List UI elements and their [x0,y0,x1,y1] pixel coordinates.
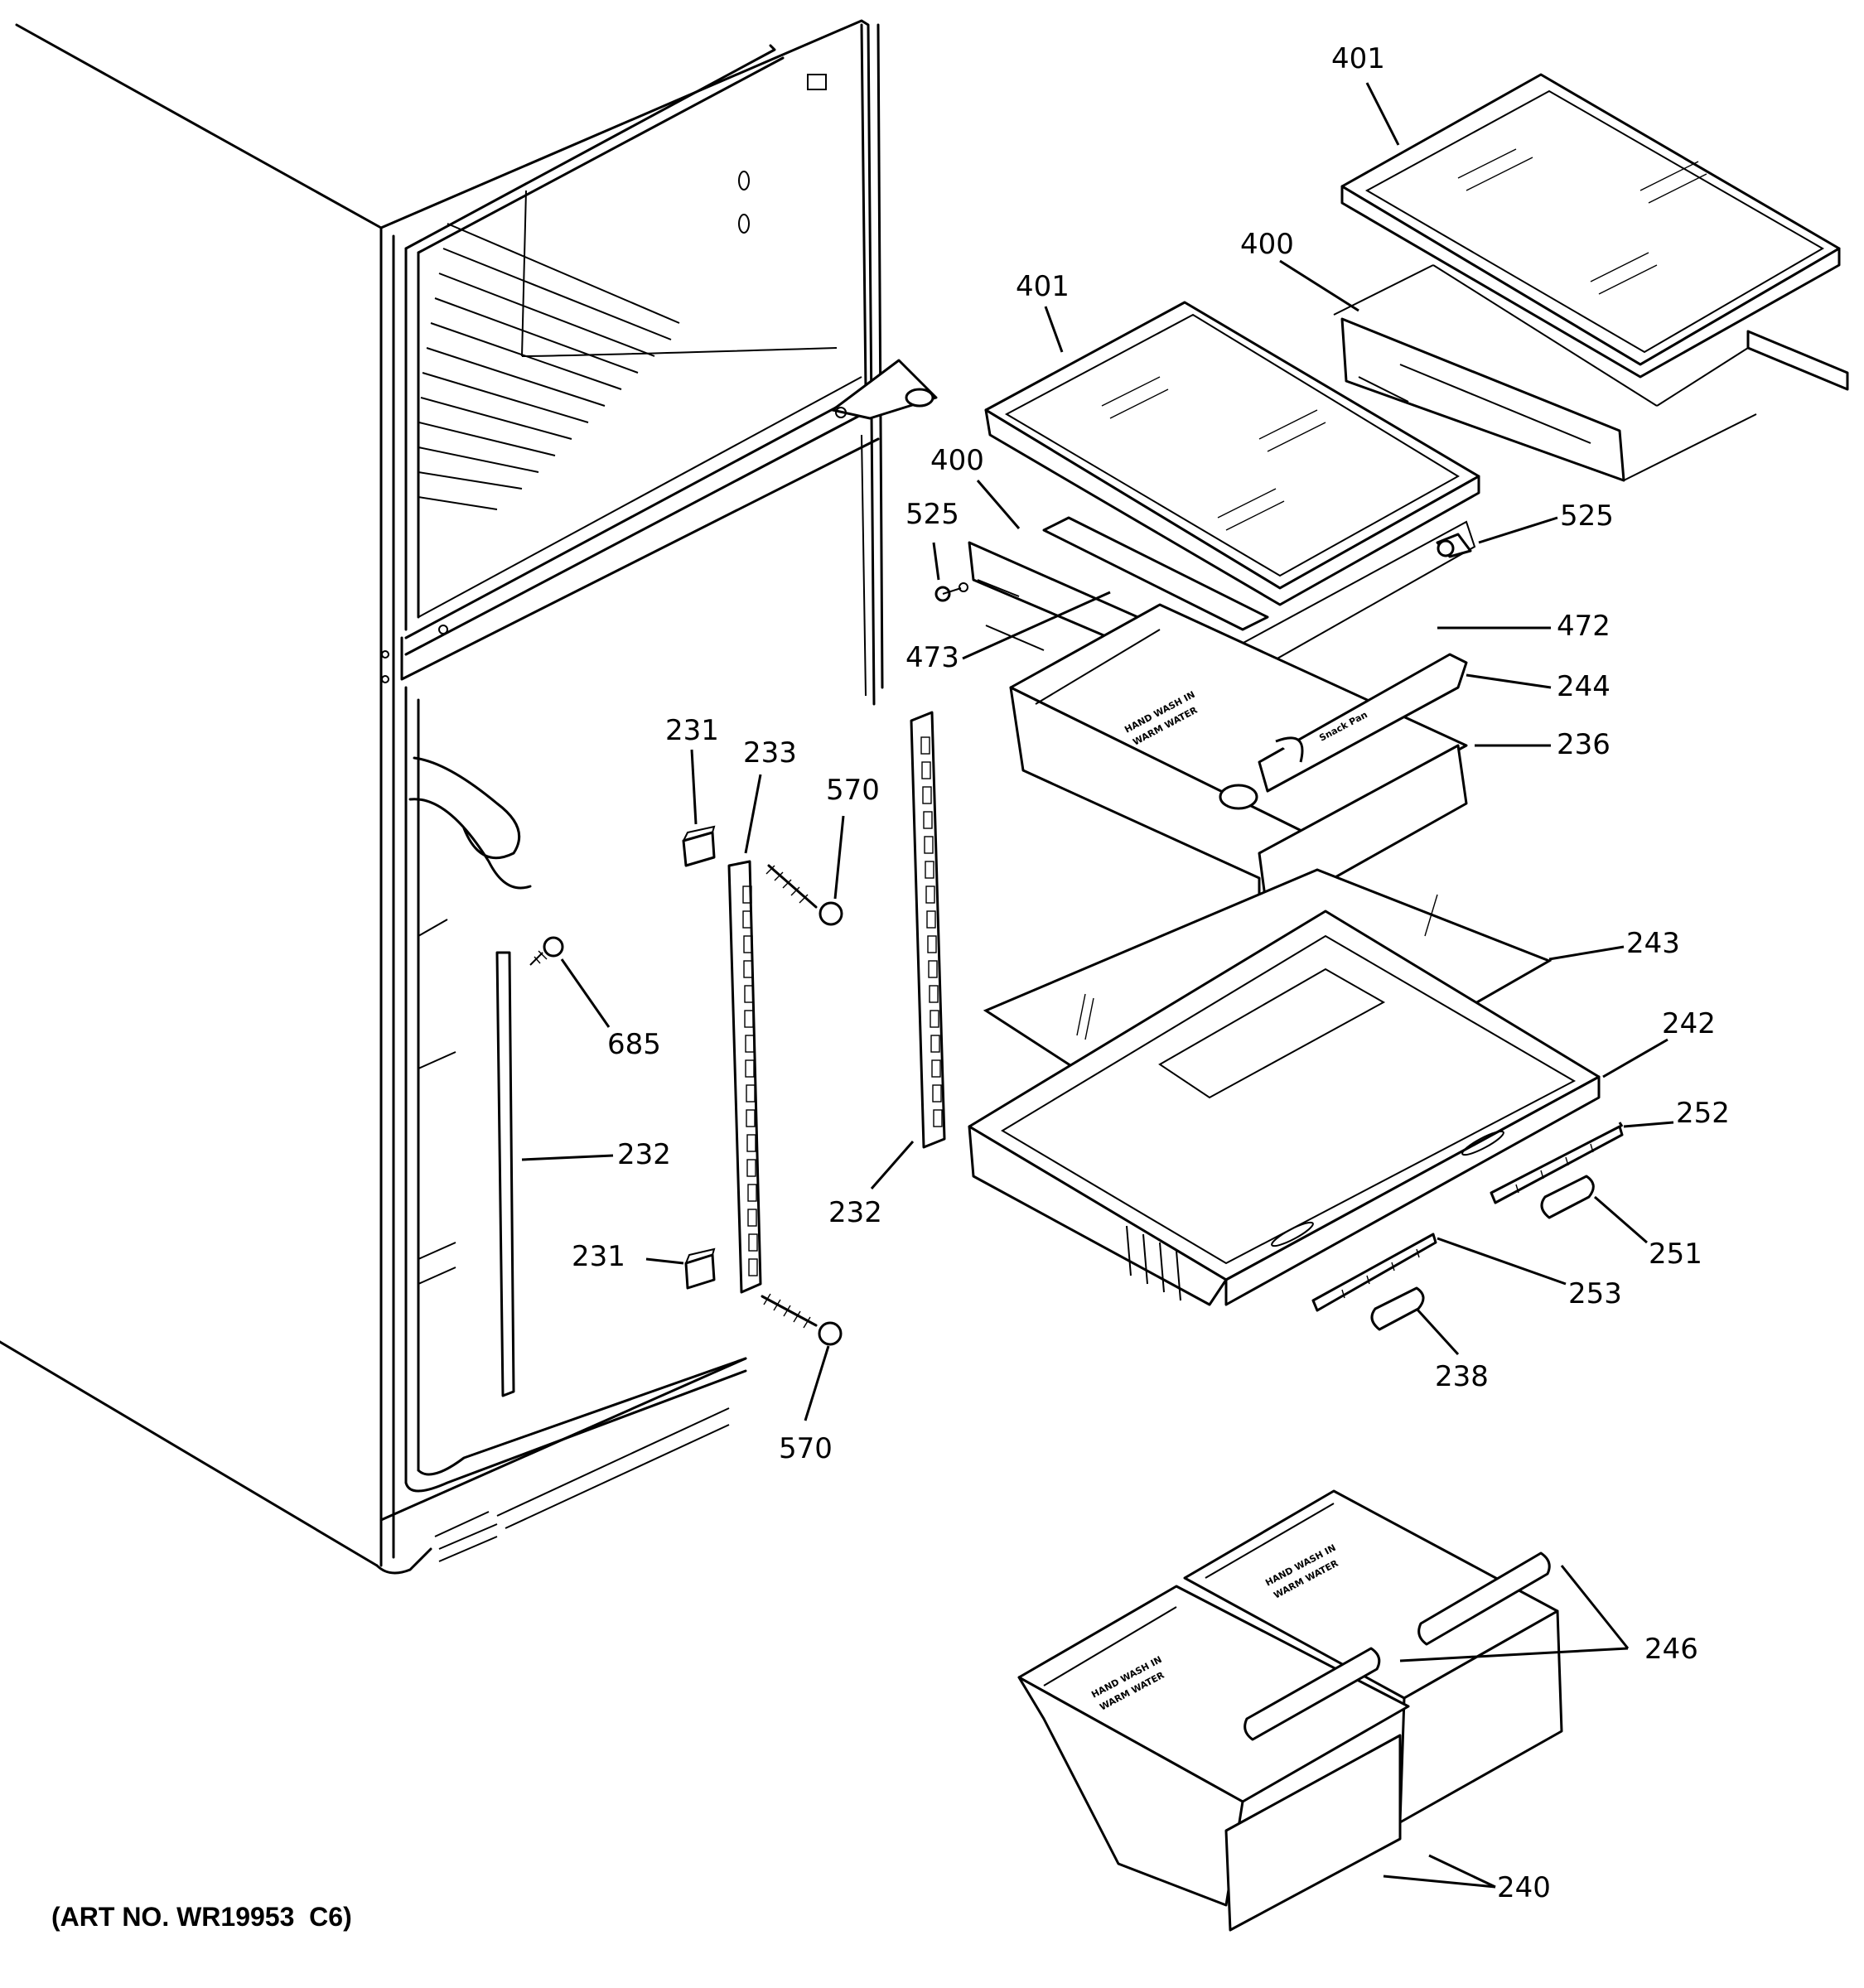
refrigerator-cabinet [0,19,938,1575]
shelf-bracket-400-upper [1333,264,1849,482]
callout-244: 244 [1557,670,1610,703]
callout-570-lower: 570 [779,1432,833,1465]
callout-labels: 401 400 401 400 525 525 472 473 244 236 … [572,42,1730,1904]
slide-252 [1490,1125,1624,1204]
screw-525-left [934,582,968,602]
callout-238: 238 [1435,1360,1489,1393]
callout-246: 246 [1644,1633,1698,1666]
clip-231-lower [684,1247,716,1290]
callout-251: 251 [1649,1238,1702,1271]
clip-231-upper [682,825,716,867]
callout-473: 473 [905,641,959,674]
snack-pan-236: HAND WASH IN WARM WATER [1009,603,1468,921]
callout-253: 253 [1568,1277,1622,1310]
rail-232-left [495,951,515,1397]
callout-232-right: 232 [828,1196,882,1229]
snack-pan-cover-244: Snack Pan [1258,653,1468,793]
callout-525-left: 525 [905,498,959,531]
callout-231-upper: 231 [665,714,719,747]
roller-238 [1370,1286,1425,1331]
shelf-glass-401-middle [984,301,1480,606]
callout-236: 236 [1557,728,1610,761]
callout-400-middle: 400 [930,444,984,477]
callout-252: 252 [1676,1097,1730,1130]
callout-231-lower: 231 [572,1240,625,1273]
screw-570-upper [765,864,843,926]
callout-243: 243 [1626,927,1680,960]
slide-253 [1311,1233,1437,1312]
crisper-bin-240-left: HAND WASH IN WARM WATER [1017,1585,1410,1932]
shelf-glass-401-upper [1340,73,1841,379]
callout-242: 242 [1662,1007,1716,1040]
callout-525-right: 525 [1560,499,1614,533]
callout-240: 240 [1497,1871,1551,1904]
callout-233: 233 [743,736,797,770]
screw-525-right [1436,533,1472,558]
callout-685: 685 [607,1028,661,1061]
callout-401-middle: 401 [1016,270,1070,303]
crisper-frame-242 [968,910,1601,1306]
screw-570-lower [761,1293,843,1346]
rail-233 [727,860,762,1294]
callout-472: 472 [1557,610,1610,643]
screw-685 [529,936,564,966]
bin-handle-246-left [1243,1647,1381,1741]
leader-lines [521,82,1674,1889]
bin-handle-246-right [1417,1551,1551,1646]
callout-400-upper: 400 [1240,228,1294,261]
rail-232-right [910,711,946,1149]
callout-401-upper: 401 [1331,42,1385,75]
callout-232-left: 232 [617,1138,671,1171]
callout-570-upper: 570 [826,774,880,807]
crisper-bin-240-right: HAND WASH IN WARM WATER [1183,1489,1563,1824]
art-number-label: (ART NO. WR19953 C6) [51,1902,352,1932]
roller-251 [1540,1175,1595,1219]
